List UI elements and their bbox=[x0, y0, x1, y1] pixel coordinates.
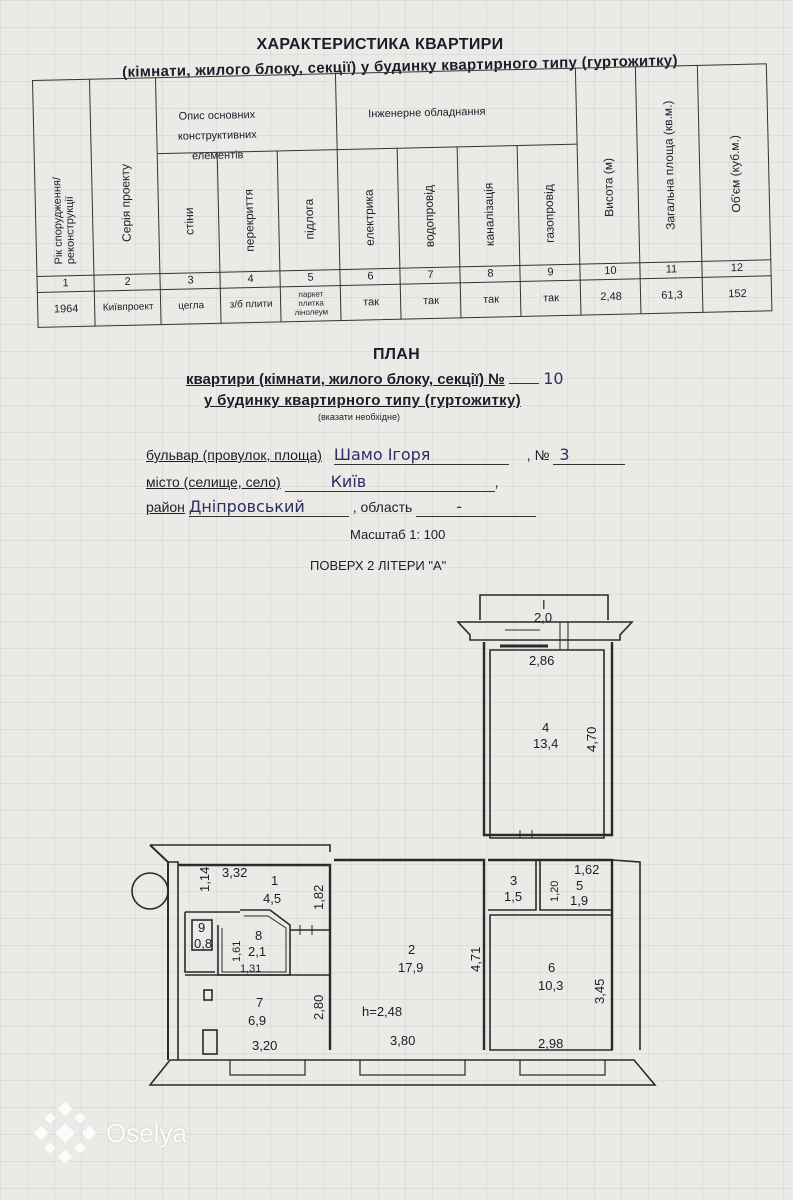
plan-note: (вказати необхідне) bbox=[318, 412, 400, 422]
plan-floor: ПОВЕРХ 2 ЛІТЕРИ "А" bbox=[310, 558, 447, 573]
room5-area: 1,9 bbox=[570, 893, 588, 908]
room2-number: 2 bbox=[408, 942, 415, 957]
value-floor: паркет плитка лінолеум bbox=[294, 289, 329, 318]
city-value: Київ bbox=[284, 472, 495, 492]
room4-width: 2,86 bbox=[529, 653, 554, 668]
header-year: Рік спорудження/ реконструкції bbox=[51, 176, 78, 265]
value-electric: так bbox=[363, 296, 380, 309]
value-year: 1964 bbox=[53, 303, 79, 316]
room8-number: 8 bbox=[255, 928, 262, 943]
room8-dim: 1,61 bbox=[231, 941, 243, 962]
apt-number: 10 bbox=[543, 369, 564, 388]
district-value: Дніпровський bbox=[188, 497, 349, 517]
header-series: Серія проекту bbox=[117, 163, 134, 243]
plan-scale: Масштаб 1: 100 bbox=[350, 527, 446, 542]
plan-line1: квартири (кімнати, жилого блоку, секції)… bbox=[186, 369, 564, 388]
room8-width: 1,31 bbox=[240, 963, 261, 975]
room4-area: 13,4 bbox=[533, 736, 558, 751]
room6-area: 10,3 bbox=[538, 978, 563, 993]
header-slab: перекриття bbox=[241, 188, 257, 252]
room6-number: 6 bbox=[548, 960, 555, 975]
house-value: 3 bbox=[553, 445, 626, 465]
floor-plan: І 2,0 2,86 4 13,4 4,70 3,32 1,14 1 4,5 1… bbox=[131, 594, 657, 1086]
district-row: район Дніпровський , область - bbox=[146, 497, 537, 517]
oselya-logo-icon bbox=[33, 1101, 97, 1165]
header-volume: Об'єм (куб.м.) bbox=[726, 135, 743, 213]
header-sewer: каналізація bbox=[481, 182, 497, 247]
room9-area: 0,8 bbox=[194, 936, 212, 951]
value-series: Київпроект bbox=[102, 301, 154, 314]
plan-line2: у будинку квартирного типу (гуртожитку) bbox=[204, 392, 521, 409]
room2-length: 4,71 bbox=[468, 947, 483, 972]
entrance-marker bbox=[131, 872, 169, 910]
oselya-watermark: Oselya bbox=[30, 1098, 187, 1168]
room8-area: 2,1 bbox=[248, 944, 266, 959]
value-sewer: так bbox=[483, 293, 500, 306]
room5-number: 5 bbox=[576, 878, 583, 893]
city-row: місто (селище, село) Київ, bbox=[146, 472, 499, 492]
room5-width: 1,62 bbox=[574, 862, 599, 877]
room7-length: 2,80 bbox=[311, 995, 326, 1020]
balcony-number: І bbox=[542, 597, 546, 612]
room4-number: 4 bbox=[542, 720, 549, 735]
room1-width: 3,32 bbox=[222, 865, 247, 880]
document-title: ХАРАКТЕРИСТИКА КВАРТИРИ bbox=[256, 36, 504, 53]
plan-title: ПЛАН bbox=[372, 346, 421, 363]
region-value: - bbox=[416, 497, 537, 517]
room1-area: 4,5 bbox=[263, 891, 281, 906]
room7-width: 3,20 bbox=[252, 1038, 277, 1053]
header-total-area: Загальна площа (кв.м.) bbox=[660, 100, 678, 231]
value-walls: цегла bbox=[178, 300, 205, 312]
header-gas: газопровід bbox=[541, 183, 557, 243]
room7-number: 7 bbox=[256, 995, 263, 1010]
group-header-structure: Опис основних конструктивних елементів bbox=[177, 108, 257, 163]
value-slab: з/б плити bbox=[229, 298, 273, 311]
room2-area: 17,9 bbox=[398, 960, 423, 975]
header-water: водопровід bbox=[421, 184, 437, 248]
room1-length: 1,82 bbox=[311, 885, 326, 910]
room1-dim: 1,14 bbox=[197, 867, 212, 892]
room2-width: 3,80 bbox=[390, 1033, 415, 1048]
spec-table: Опис основних конструктивних елементів І… bbox=[32, 63, 773, 328]
value-volume: 152 bbox=[728, 287, 747, 301]
street-row: бульвар (провулок, площа) Шамо Ігоря , №… bbox=[146, 445, 626, 465]
street-value: Шамо Ігоря bbox=[333, 445, 509, 465]
room4-length: 4,70 bbox=[584, 727, 599, 752]
room3-area: 1,5 bbox=[504, 889, 522, 904]
value-water: так bbox=[423, 294, 440, 308]
value-gas: так bbox=[543, 292, 560, 305]
room6-width: 2,98 bbox=[538, 1036, 563, 1051]
room3-length: 1,20 bbox=[549, 881, 561, 902]
value-height: 2,48 bbox=[600, 290, 622, 304]
header-height: Висота (м) bbox=[600, 157, 617, 217]
header-floor: підлога bbox=[301, 198, 317, 240]
room1-number: 1 bbox=[271, 873, 278, 888]
room7-area: 6,9 bbox=[248, 1013, 266, 1028]
room9-number: 9 bbox=[198, 920, 205, 935]
header-electric: електрика bbox=[361, 189, 377, 246]
oselya-logo-text: Oselya bbox=[106, 1117, 187, 1148]
room2-height: h=2,48 bbox=[362, 1004, 402, 1019]
header-walls: стіни bbox=[181, 207, 197, 236]
room3-number: 3 bbox=[510, 873, 517, 888]
room6-length: 3,45 bbox=[592, 979, 607, 1004]
value-total-area: 61,3 bbox=[661, 289, 683, 302]
balcony-area: 2,0 bbox=[534, 610, 552, 625]
